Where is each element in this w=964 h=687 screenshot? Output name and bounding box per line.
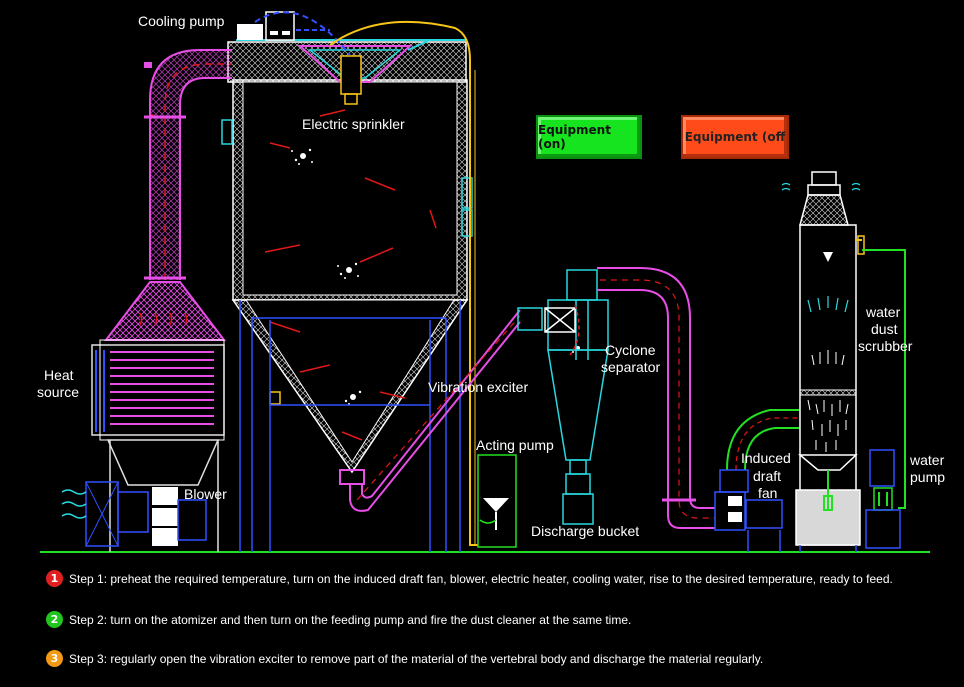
induced-draft-fan-label-line2: draft: [753, 468, 782, 484]
induced-draft-fan-unit: [714, 409, 800, 552]
induced-draft-fan-label-line3: fan: [758, 485, 778, 501]
step-text: Step 2: turn on the atomizer and then tu…: [69, 612, 632, 627]
equipment-on-button[interactable]: Equipment (on): [536, 115, 642, 159]
cooling-pump-label: Cooling pump: [138, 13, 225, 29]
cyclone-separator-unit: [544, 269, 609, 525]
blower-unit: [61, 481, 207, 547]
electric-sprinkler-label: Electric sprinkler: [302, 116, 405, 132]
step-item-3: 3 Step 3: regularly open the vibration e…: [46, 650, 763, 667]
blower-label: Blower: [184, 486, 227, 502]
cyclone-label-line1: Cyclone: [605, 342, 656, 358]
drying-tower: [149, 41, 580, 485]
induced-draft-fan-label-line1: Induced: [741, 450, 791, 466]
heat-source-label-line2: source: [37, 384, 80, 400]
equipment-off-button[interactable]: Equipment (off: [681, 115, 789, 159]
discharge-bucket-label: Discharge bucket: [531, 523, 640, 539]
acting-pump-label: Acting pump: [476, 437, 554, 453]
scrubber-label-line1: water: [866, 304, 901, 320]
scrubber-label-line2: dust: [871, 321, 898, 337]
hot-air-duct: [144, 49, 232, 280]
water-dust-scrubber-unit: [781, 171, 865, 552]
water-pump-label-line2: pump: [910, 469, 946, 485]
step-number-badge: 2: [46, 611, 63, 628]
step-item-2: 2 Step 2: turn on the atomizer and then …: [46, 611, 631, 628]
step-text: Step 1: preheat the required temperature…: [69, 571, 893, 586]
cooling-pump-unit: [237, 11, 351, 56]
heat-source-label-line1: Heat: [44, 367, 74, 383]
heat-source-unit: [91, 281, 227, 552]
step-number-badge: 1: [46, 570, 63, 587]
water-pump-unit: [862, 249, 906, 549]
exhaust-duct: [597, 267, 715, 529]
cyclone-label-line2: separator: [601, 359, 661, 375]
scrubber-label-line3: scrubber: [858, 338, 913, 354]
vibration-exciter-label: Vibration exciter: [428, 379, 529, 395]
tower-support-frame: [239, 300, 461, 552]
acting-pump-unit: [477, 454, 517, 548]
step-text: Step 3: regularly open the vibration exc…: [69, 651, 764, 666]
step-item-1: 1 Step 1: preheat the required temperatu…: [46, 570, 893, 587]
feed-pipe: [329, 20, 478, 546]
water-pump-label-line1: water: [910, 452, 945, 468]
step-number-badge: 3: [46, 650, 63, 667]
powder-duct: [349, 307, 543, 512]
